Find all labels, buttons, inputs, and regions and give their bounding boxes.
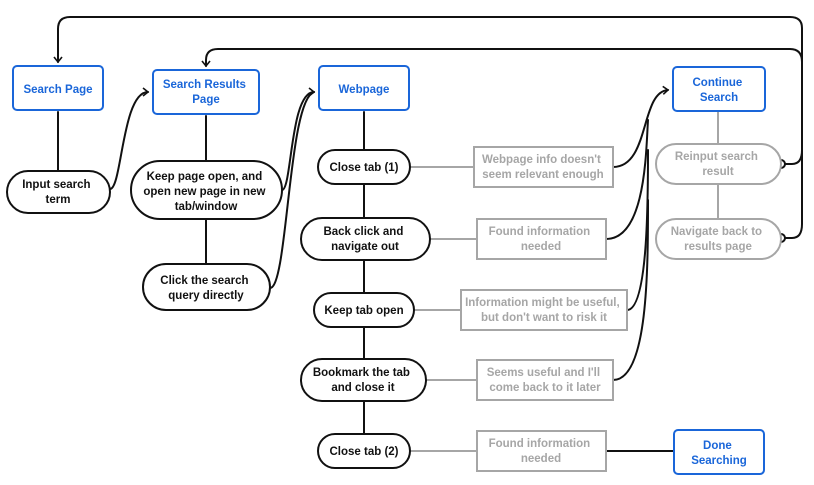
node-navigate-back[interactable]: Navigate back to results page — [655, 218, 782, 260]
connector-reason4-to-continue — [612, 199, 649, 381]
connector-input-to-results — [109, 87, 150, 190]
connector-navback-to-results-page — [201, 48, 803, 239]
node-close-tab-1[interactable]: Close tab (1) — [317, 149, 411, 185]
node-click-query-directly-label: Click the search query directly — [160, 275, 251, 302]
node-reason-found-info-1: Found information needed — [476, 218, 607, 260]
node-close-tab-2-label: Close tab (2) — [329, 446, 398, 458]
connector-reason1-to-continue — [612, 85, 670, 168]
node-continue-search[interactable]: Continue Search — [672, 66, 766, 112]
node-reason-come-back-label: Seems useful and I'll come back to it la… — [487, 367, 604, 394]
node-input-search-term-label: Input search term — [22, 179, 94, 206]
node-search-results-page-label: Search Results Page — [163, 79, 249, 106]
node-close-tab-1-label: Close tab (1) — [329, 162, 398, 174]
node-reinput-search-label: Reinput search result — [675, 151, 761, 178]
node-keep-page-open[interactable]: Keep page open, and open new page in new… — [130, 160, 283, 220]
node-webpage-label: Webpage — [339, 84, 390, 96]
node-done-searching-label: Done Searching — [691, 440, 747, 467]
node-reason-found-info-2-label: Found information needed — [489, 438, 594, 465]
node-search-page[interactable]: Search Page — [12, 65, 104, 111]
node-close-tab-2[interactable]: Close tab (2) — [317, 433, 411, 469]
node-reason-come-back: Seems useful and I'll come back to it la… — [476, 359, 614, 401]
connector-click-query-to-webpage — [269, 91, 315, 289]
node-back-click[interactable]: Back click and navigate out — [300, 217, 431, 261]
node-reason-might-be-useful: Information might be useful, but don't w… — [460, 289, 628, 331]
node-search-results-page[interactable]: Search Results Page — [152, 69, 260, 115]
node-webpage[interactable]: Webpage — [318, 65, 410, 111]
connector-reason2-to-continue — [605, 119, 649, 240]
node-keep-tab-open-label: Keep tab open — [324, 305, 403, 317]
node-reason-not-relevant: Webpage info doesn't seem relevant enoug… — [473, 146, 614, 188]
node-reinput-search[interactable]: Reinput search result — [655, 143, 782, 185]
node-bookmark-tab[interactable]: Bookmark the tab and close it — [300, 358, 427, 402]
node-done-searching[interactable]: Done Searching — [673, 429, 765, 475]
node-continue-search-label: Continue Search — [692, 77, 745, 104]
node-reason-found-info-1-label: Found information needed — [489, 226, 594, 253]
node-reason-might-be-useful-label: Information might be useful, but don't w… — [465, 297, 623, 324]
node-navigate-back-label: Navigate back to results page — [671, 226, 766, 253]
connector-reason3-to-continue — [626, 149, 649, 311]
node-reason-found-info-2: Found information needed — [476, 430, 607, 472]
connector-reinput-to-search-page — [53, 16, 803, 165]
node-keep-tab-open[interactable]: Keep tab open — [313, 292, 415, 328]
node-reason-not-relevant-label: Webpage info doesn't seem relevant enoug… — [482, 154, 604, 181]
node-back-click-label: Back click and navigate out — [323, 226, 406, 253]
node-click-query-directly[interactable]: Click the search query directly — [142, 263, 271, 311]
node-bookmark-tab-label: Bookmark the tab and close it — [313, 367, 413, 394]
connector-keep-open-to-webpage — [281, 87, 316, 191]
node-keep-page-open-label: Keep page open, and open new page in new… — [143, 171, 268, 213]
node-search-page-label: Search Page — [23, 84, 92, 96]
node-input-search-term[interactable]: Input search term — [6, 170, 111, 214]
